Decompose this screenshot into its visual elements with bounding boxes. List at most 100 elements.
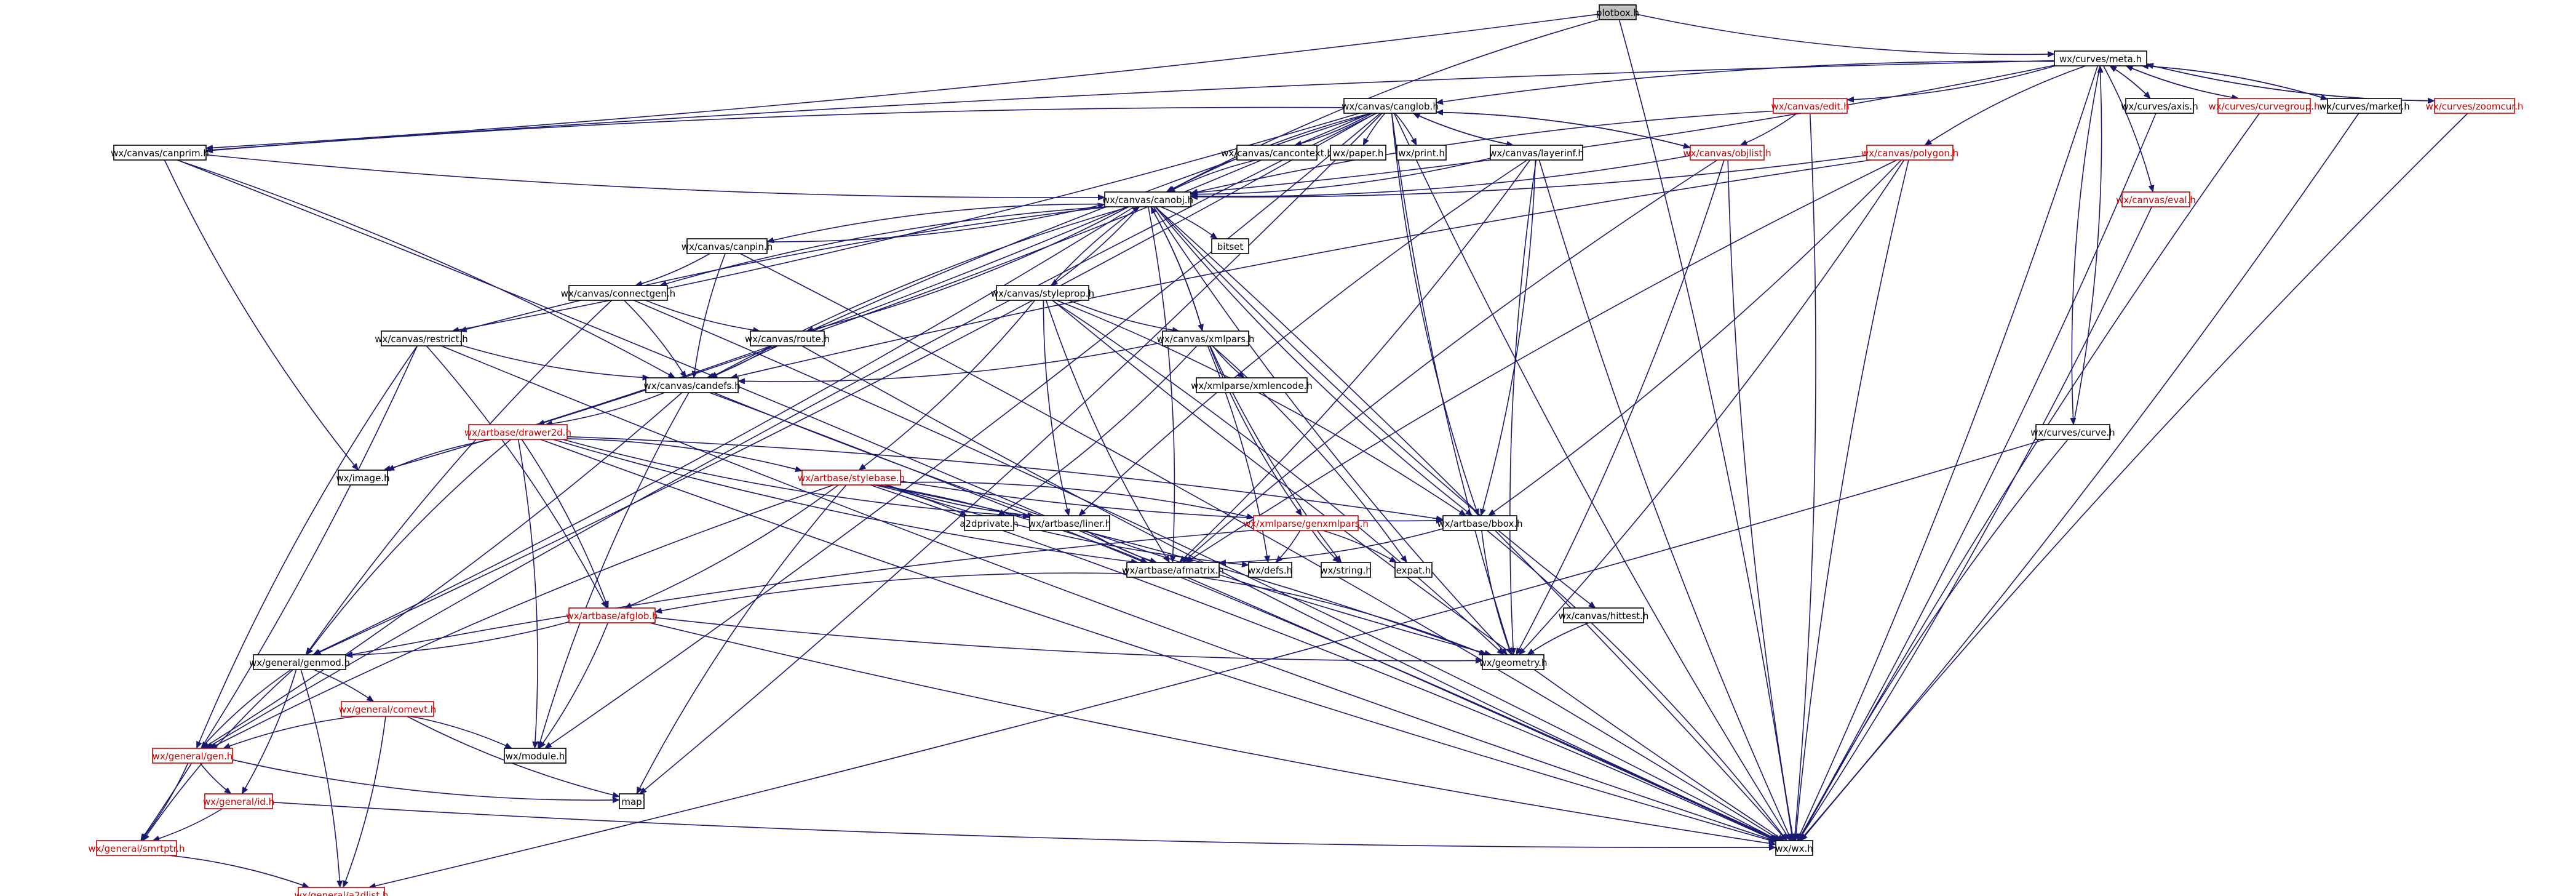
node-paper[interactable]: wx/paper.h — [1330, 145, 1386, 161]
node-curvegroup[interactable]: wx/curves/curvegroup.h — [2209, 98, 2320, 114]
node-label-geometry: wx/geometry.h — [1479, 657, 1547, 668]
edge-afglob-to-wx — [649, 622, 1776, 847]
node-afglob[interactable]: wx/artbase/afglob.h — [566, 607, 658, 623]
node-canglob[interactable]: wx/canvas/canglob.h — [1342, 98, 1439, 114]
edge-restrict-to-smrtptr — [140, 345, 418, 841]
node-a2dlist[interactable]: wx/general/a2dlist.h — [295, 887, 389, 896]
node-curve[interactable]: wx/curves/curve.h — [2030, 424, 2115, 440]
edge-meta-to-canprim — [205, 60, 2055, 153]
node-box-module — [504, 748, 566, 764]
edge-genxmlpars-to-defs — [1275, 530, 1301, 563]
node-route[interactable]: wx/canvas/route.h — [745, 330, 830, 346]
node-box-smrtptr — [96, 840, 177, 856]
edge-afglob-to-geometry — [654, 617, 1483, 664]
node-a2dprivate[interactable]: a2dprivate.h — [960, 515, 1019, 531]
node-afmatrix[interactable]: wx/artbase/afmatrix.h — [1122, 562, 1224, 578]
edge-genmod-to-gen — [201, 669, 292, 749]
node-genmod[interactable]: wx/general/genmod.h — [249, 654, 350, 670]
node-box-liner — [1029, 515, 1110, 531]
edge-curve-to-a2dlist — [368, 439, 2046, 889]
edge-xmlpars-to-canobj — [1150, 206, 1203, 332]
node-genxmlpars[interactable]: wx/xmlparse/genxmlpars.h — [1243, 515, 1369, 531]
edge-styleprop-to-afmatrix — [1045, 300, 1170, 563]
node-label-afglob: wx/artbase/afglob.h — [566, 610, 658, 622]
node-geometry[interactable]: wx/geometry.h — [1479, 654, 1548, 670]
node-canobj[interactable]: wx/canvas/canobj.h — [1102, 191, 1193, 207]
node-box-stylebase — [801, 470, 901, 486]
node-expat[interactable]: expat.h — [1394, 562, 1433, 578]
node-box-restrict — [381, 330, 462, 346]
node-bbox[interactable]: wx/artbase/bbox.h — [1437, 515, 1523, 531]
node-eval[interactable]: wx/canvas/eval.h — [2116, 191, 2196, 207]
node-id[interactable]: wx/general/id.h — [203, 793, 274, 809]
node-xmlpars[interactable]: wx/canvas/xmlpars.h — [1157, 330, 1255, 346]
node-label-a2dlist: wx/general/a2dlist.h — [295, 890, 389, 896]
node-plotbox[interactable]: plotbox.h — [1596, 4, 1639, 20]
node-cancontext[interactable]: wx/canvas/cancontext.h — [1221, 145, 1333, 161]
node-box-comevt — [341, 701, 434, 717]
node-gen[interactable]: wx/general/gen.h — [152, 748, 233, 764]
node-box-edit — [1773, 98, 1848, 114]
node-stylebase[interactable]: wx/artbase/stylebase.h — [798, 470, 905, 486]
node-objlist[interactable]: wx/canvas/objlist.h — [1683, 145, 1771, 161]
node-label-objlist: wx/canvas/objlist.h — [1683, 148, 1771, 159]
node-module[interactable]: wx/module.h — [504, 748, 566, 764]
node-zoomcur[interactable]: wx/curves/zoomcur.h — [2426, 98, 2524, 114]
edge-canglob-to-wx — [1393, 113, 1791, 841]
node-image[interactable]: wx/image.h — [336, 470, 390, 486]
edge-stylebase-to-defs — [885, 484, 1249, 568]
edge-candefs-to-geometry — [714, 392, 1492, 656]
node-drawer2d[interactable]: wx/artbase/drawer2d.h — [464, 424, 571, 440]
node-label-meta: wx/curves/meta.h — [2059, 54, 2142, 65]
edge-objlist-to-geometry — [1516, 159, 1725, 655]
node-defs[interactable]: wx/defs.h — [1248, 562, 1292, 578]
node-box-map — [619, 793, 645, 809]
node-styleprop[interactable]: wx/canvas/styleprop.h — [991, 285, 1094, 301]
node-polygon[interactable]: wx/canvas/polygon.h — [1861, 145, 1958, 161]
node-liner[interactable]: wx/artbase/liner.h — [1028, 515, 1111, 531]
node-canpin[interactable]: wx/canvas/canpin.h — [682, 238, 773, 254]
node-meta[interactable]: wx/curves/meta.h — [2054, 50, 2147, 66]
node-label-wxprint: wx/print.h — [1398, 148, 1445, 159]
node-box-wxprint — [1396, 145, 1447, 161]
node-box-axis — [2125, 98, 2194, 114]
edge-layerinf-to-liner — [1078, 159, 1528, 516]
node-marker[interactable]: wx/curves/marker.h — [2319, 98, 2410, 114]
node-label-bbox: wx/artbase/bbox.h — [1437, 518, 1522, 529]
edge-canglob-to-module — [544, 113, 1381, 749]
edge-drawer2d-to-stylebase — [566, 438, 803, 473]
edge-plotbox-to-canprim — [205, 14, 1600, 151]
node-box-bitset — [1211, 238, 1249, 254]
node-canprim[interactable]: wx/canvas/canprim.h — [111, 145, 209, 161]
edge-objlist-to-canglob — [1436, 109, 1691, 148]
node-bitset[interactable]: bitset — [1211, 238, 1249, 254]
node-candefs[interactable]: wx/canvas/candefs.h — [643, 377, 741, 393]
node-layerinf[interactable]: wx/canvas/layerinf.h — [1489, 145, 1584, 161]
edge-stylebase-to-afmatrix — [877, 484, 1148, 563]
edge-canobj-to-bitset — [1160, 206, 1218, 239]
node-axis[interactable]: wx/curves/axis.h — [2121, 98, 2198, 114]
node-label-canobj: wx/canvas/canobj.h — [1102, 194, 1193, 206]
node-box-meta — [2054, 50, 2147, 66]
edge-meta-to-eval — [2102, 65, 2155, 193]
node-edit[interactable]: wx/canvas/edit.h — [1771, 98, 1850, 114]
node-hittest[interactable]: wx/canvas/hittest.h — [1559, 607, 1649, 623]
node-label-paper: wx/paper.h — [1333, 148, 1384, 159]
node-xmlencode[interactable]: wx/xmlparse/xmlencode.h — [1191, 377, 1313, 393]
edge-stylebase-to-map — [636, 484, 847, 794]
node-map[interactable]: map — [619, 793, 645, 809]
node-connectgen[interactable]: wx/canvas/connectgen.h — [561, 285, 675, 301]
node-comevt[interactable]: wx/general/comevt.h — [339, 701, 437, 717]
node-wx[interactable]: wx/wx.h — [1775, 840, 1813, 856]
edge-genxmlpars-to-genmod — [345, 529, 1254, 658]
node-wxprint[interactable]: wx/print.h — [1396, 145, 1447, 161]
node-box-paper — [1330, 145, 1386, 161]
node-label-styleprop: wx/canvas/styleprop.h — [991, 288, 1094, 299]
node-smrtptr[interactable]: wx/general/smrtptr.h — [88, 840, 185, 856]
edge-canglob-to-layerinf — [1413, 113, 1514, 147]
node-wxstring[interactable]: wx/string.h — [1320, 562, 1372, 578]
node-restrict[interactable]: wx/canvas/restrict.h — [375, 330, 468, 346]
node-label-id: wx/general/id.h — [203, 796, 274, 807]
edge-canobj-to-restrict — [459, 206, 1110, 332]
